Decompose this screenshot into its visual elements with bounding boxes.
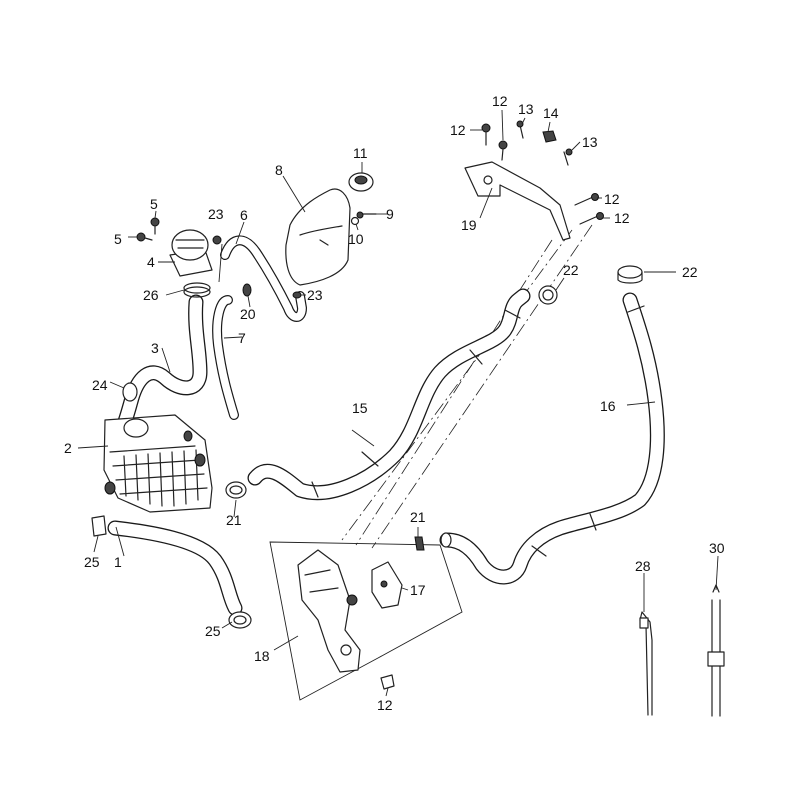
callout-22b: 22 [682, 264, 698, 280]
hose-part-3 [114, 294, 208, 438]
hose-15-band-2 [361, 451, 379, 467]
callout-13b: 13 [582, 134, 598, 150]
bolt-part-12a [481, 123, 491, 146]
clamp-part-23b [292, 291, 302, 299]
callout-25a: 25 [84, 554, 100, 570]
callout-12a: 12 [450, 122, 466, 138]
reservoir-tank-part-8 [285, 188, 351, 286]
callout-24: 24 [92, 377, 108, 393]
bolt-part-12b [498, 140, 508, 161]
bolt-part-5a [150, 217, 160, 235]
callout-20: 20 [240, 306, 256, 322]
clamp-part-26 [183, 282, 211, 298]
callout-12c: 12 [604, 191, 620, 207]
cover-part-17 [371, 561, 403, 609]
clamp-part-25a [91, 515, 107, 537]
callout-4: 4 [147, 254, 155, 270]
clamp-part-24 [122, 382, 138, 402]
clamp-part-22b [617, 265, 643, 284]
callout-3: 3 [151, 340, 159, 356]
bolt-part-12c [574, 193, 599, 206]
radiator-inlet [123, 418, 149, 438]
callout-25b: 25 [205, 623, 221, 639]
hose-part-6 [220, 235, 307, 322]
callout-5b: 5 [114, 231, 122, 247]
callout-21b: 21 [410, 509, 426, 525]
clamp-part-23a [212, 235, 222, 245]
callout-23a: 23 [208, 206, 224, 222]
nut-part-14 [542, 130, 557, 143]
reservoir-cap-part-11 [348, 172, 374, 192]
clamp-part-21a [225, 481, 247, 499]
hose-part-16 [439, 292, 665, 585]
pump-part-18 [297, 549, 361, 673]
callout-26: 26 [143, 287, 159, 303]
callout-6: 6 [240, 207, 248, 223]
callout-16: 16 [600, 398, 616, 414]
callout-12e: 12 [377, 697, 393, 713]
callout-28: 28 [635, 558, 651, 574]
callout-labels: 1 2 3 4 5 5 6 7 8 9 10 11 12 12 12 12 12… [64, 93, 725, 713]
radiator-mount-1 [104, 481, 116, 495]
callout-12d: 12 [614, 210, 630, 226]
callout-18: 18 [254, 648, 270, 664]
bolt-part-13a [516, 120, 524, 139]
callout-9: 9 [386, 206, 394, 222]
callout-1: 1 [114, 554, 122, 570]
radiator-part-2 [103, 414, 213, 513]
hose-part-15 [247, 288, 531, 501]
bracket-part-19 [464, 161, 571, 241]
callout-10: 10 [348, 231, 364, 247]
part-group-outline [269, 541, 463, 701]
callout-15: 15 [352, 400, 368, 416]
radiator-mount-2 [194, 453, 206, 467]
clamp-part-25b [228, 611, 252, 629]
hose-part-1 [107, 520, 243, 616]
callout-17: 17 [410, 582, 426, 598]
callout-22a: 22 [563, 262, 579, 278]
assembly-lines [341, 224, 593, 549]
tie-part-30 [707, 584, 725, 717]
bolt-part-12e [380, 674, 395, 690]
callout-23b: 23 [307, 287, 323, 303]
leader-lines [77, 109, 719, 697]
bolt-part-12d [579, 212, 604, 225]
callout-11: 11 [353, 145, 368, 161]
callout-7: 7 [238, 330, 246, 346]
bolt-part-13b [563, 148, 573, 166]
bolt-part-5b [136, 232, 153, 242]
filler-cap-part-4 [169, 229, 213, 277]
hose-16-band-2 [589, 513, 597, 531]
callout-12b: 12 [492, 93, 508, 109]
radiator-mount-3 [183, 430, 193, 442]
hose-16-end [440, 532, 452, 548]
hose-15-band-1 [311, 481, 319, 498]
clamp-part-20 [242, 283, 252, 297]
hose-15-band-4 [504, 309, 521, 319]
callout-30: 30 [709, 540, 725, 556]
hose-part-7 [212, 295, 239, 420]
washer-part-10 [350, 216, 360, 226]
callout-19: 19 [461, 217, 477, 233]
callout-2: 2 [64, 440, 72, 456]
callout-8: 8 [275, 162, 283, 178]
tie-part-28 [639, 611, 653, 716]
callout-5a: 5 [150, 196, 158, 212]
hose-15-band-3 [469, 349, 483, 365]
hose-16-band-3 [531, 545, 547, 557]
callout-13a: 13 [518, 101, 534, 117]
hose-16-band-1 [627, 305, 645, 313]
screw-part-9 [356, 211, 377, 219]
callout-14: 14 [543, 105, 559, 121]
clamp-part-21b [414, 536, 425, 551]
clamp-part-22a [538, 285, 558, 305]
callout-21a: 21 [226, 512, 242, 528]
